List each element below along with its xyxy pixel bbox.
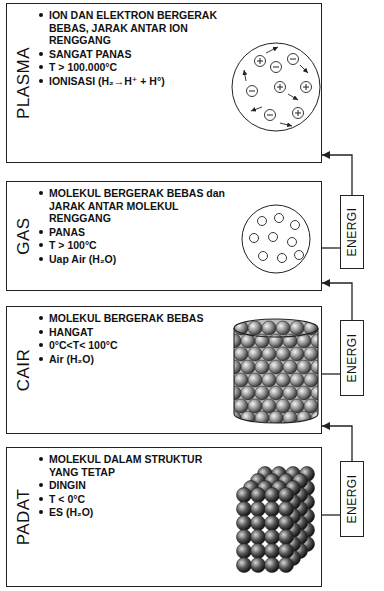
bullet-dot (39, 316, 43, 320)
bullet-dot (39, 330, 43, 334)
state-box: PADATMOLEKUL DALAM STRUKTUR YANG TETAPDI… (6, 447, 322, 587)
bullet-text: MOLEKUL BERGERAK BEBAS dan JARAK ANTAR M… (49, 187, 231, 225)
energy-box: ENERGI (340, 195, 364, 269)
bullet-dot (39, 457, 43, 461)
state-box: PLASMA ION DAN ELEKTRON BERGERAK BEBAS, J… (6, 3, 322, 163)
bullet-text: IONISASI (H₂→H⁺ + H°) (49, 75, 165, 88)
bullet-text: 0°C<T< 100°C (49, 339, 118, 352)
bullet-text: Air (H₂O) (49, 353, 94, 366)
gas-illustration (242, 205, 310, 273)
bullet-text: Uap Air (H₂O) (49, 253, 116, 266)
bullet-item: T > 100°C (39, 239, 231, 252)
bullet-item: Air (H₂O) (39, 353, 231, 366)
bullet-dot (39, 230, 43, 234)
bullet-dot (39, 79, 43, 83)
bullet-item: DINGIN (39, 479, 231, 492)
bullet-dot (39, 343, 43, 347)
state-box: CAIRMOLEKUL BERGERAK BEBASHANGAT0°C<T< 1… (6, 306, 322, 434)
bullet-item: ION DAN ELEKTRON BERGERAK BEBAS, JARAK A… (39, 9, 231, 47)
bullet-dot (39, 357, 43, 361)
bullet-item: MOLEKUL BERGERAK BEBAS (39, 312, 231, 325)
bullet-item: MOLEKUL DALAM STRUKTUR YANG TETAP (39, 453, 231, 478)
bullet-dot (39, 191, 43, 195)
bullet-dot (39, 243, 43, 247)
bullet-text: T < 0°C (49, 493, 85, 506)
bullet-item: IONISASI (H₂→H⁺ + H°) (39, 75, 231, 88)
state-name: CAIR (14, 349, 34, 392)
bullet-text: PANAS (49, 226, 85, 239)
bullet-text: ION DAN ELEKTRON BERGERAK BEBAS, JARAK A… (49, 9, 231, 47)
solid-illustration (237, 467, 315, 573)
energy-arrow (322, 514, 340, 515)
bullet-item: MOLEKUL BERGERAK BEBAS dan JARAK ANTAR M… (39, 187, 231, 225)
liquid-illustration (227, 318, 325, 425)
state-name: PLASMA (14, 47, 34, 119)
energy-box: ENERGI (340, 461, 364, 537)
bullet-item: Uap Air (H₂O) (39, 253, 231, 266)
bullet-item: SANGAT PANAS (39, 48, 231, 61)
energy-arrow (322, 247, 340, 248)
bullet-list: MOLEKUL BERGERAK BEBASHANGAT0°C<T< 100°C… (39, 312, 231, 366)
bullet-list: MOLEKUL DALAM STRUKTUR YANG TETAPDINGINT… (39, 453, 231, 520)
energy-arrow (322, 283, 352, 320)
bullet-item: T < 0°C (39, 493, 231, 506)
bullet-item: HANGAT (39, 326, 231, 339)
bullet-item: PANAS (39, 226, 231, 239)
state-name: GAS (14, 217, 34, 254)
bullet-list: MOLEKUL BERGERAK BEBAS dan JARAK ANTAR M… (39, 187, 231, 267)
energy-label: ENERGI (345, 207, 359, 256)
bullet-dot (39, 13, 43, 17)
state-name: PADAT (14, 489, 34, 546)
bullet-text: T > 100°C (49, 239, 97, 252)
energy-label: ENERGI (345, 474, 359, 523)
bullet-text: DINGIN (49, 479, 86, 492)
bullet-dot (39, 497, 43, 501)
bullet-dot (39, 510, 43, 514)
bullet-text: ES (H₂O) (49, 506, 93, 519)
energy-box: ENERGI (340, 320, 364, 396)
bullet-item: 0°C<T< 100°C (39, 339, 231, 352)
energy-arrow (322, 426, 352, 461)
bullet-dot (39, 65, 43, 69)
bullet-text: SANGAT PANAS (49, 48, 131, 61)
energy-arrow (322, 373, 340, 374)
bullet-dot (39, 483, 43, 487)
bullet-text: HANGAT (49, 326, 93, 339)
bullet-list: ION DAN ELEKTRON BERGERAK BEBAS, JARAK A… (39, 9, 231, 89)
bullet-item: T > 100.000°C (39, 61, 231, 74)
energy-arrow (322, 155, 352, 195)
bullet-dot (39, 52, 43, 56)
state-box: GAS MOLEKUL BERGERAK BEBAS dan JARAK ANTA… (6, 181, 322, 291)
bullet-text: MOLEKUL BERGERAK BEBAS (49, 312, 203, 325)
bullet-item: ES (H₂O) (39, 506, 231, 519)
plasma-illustration (232, 43, 320, 131)
energy-label: ENERGI (345, 333, 359, 382)
bullet-dot (39, 257, 43, 261)
bullet-text: T > 100.000°C (49, 61, 117, 74)
bullet-text: MOLEKUL DALAM STRUKTUR YANG TETAP (49, 453, 231, 478)
